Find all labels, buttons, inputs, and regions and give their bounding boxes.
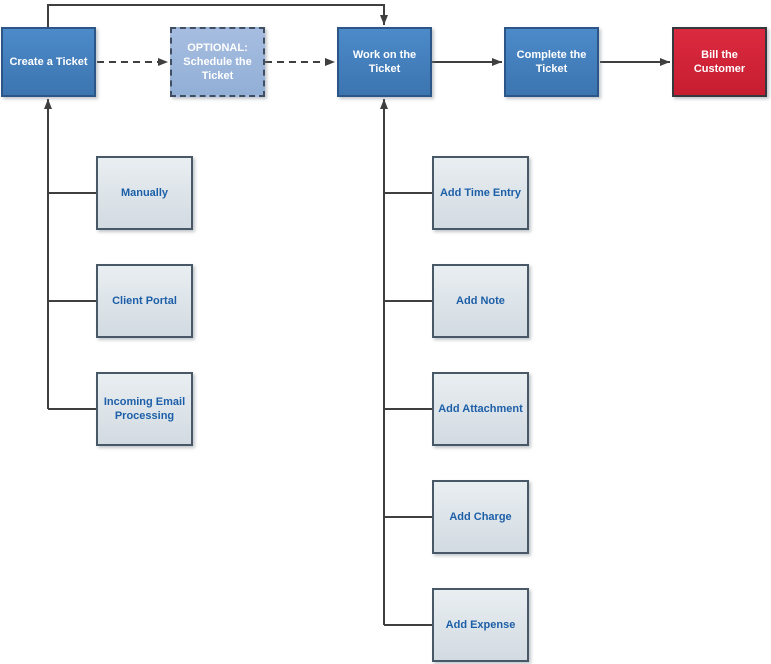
node-client-portal: Client Portal xyxy=(96,264,193,338)
node-manually: Manually xyxy=(96,156,193,230)
node-add-time-entry: Add Time Entry xyxy=(432,156,529,230)
edge-create-to-work-bypass xyxy=(47,4,388,27)
node-add-note: Add Note xyxy=(432,264,529,338)
node-incoming-email-processing: Incoming Email Processing xyxy=(96,372,193,446)
node-add-expense: Add Expense xyxy=(432,588,529,662)
node-add-attachment: Add Attachment xyxy=(432,372,529,446)
node-create-ticket: Create a Ticket xyxy=(1,27,96,97)
node-bill-customer: Bill the Customer xyxy=(672,27,767,97)
node-optional-schedule-ticket: OPTIONAL: Schedule the Ticket xyxy=(170,27,265,97)
node-add-charge: Add Charge xyxy=(432,480,529,554)
node-work-on-ticket: Work on the Ticket xyxy=(337,27,432,97)
node-complete-ticket: Complete the Ticket xyxy=(504,27,599,97)
